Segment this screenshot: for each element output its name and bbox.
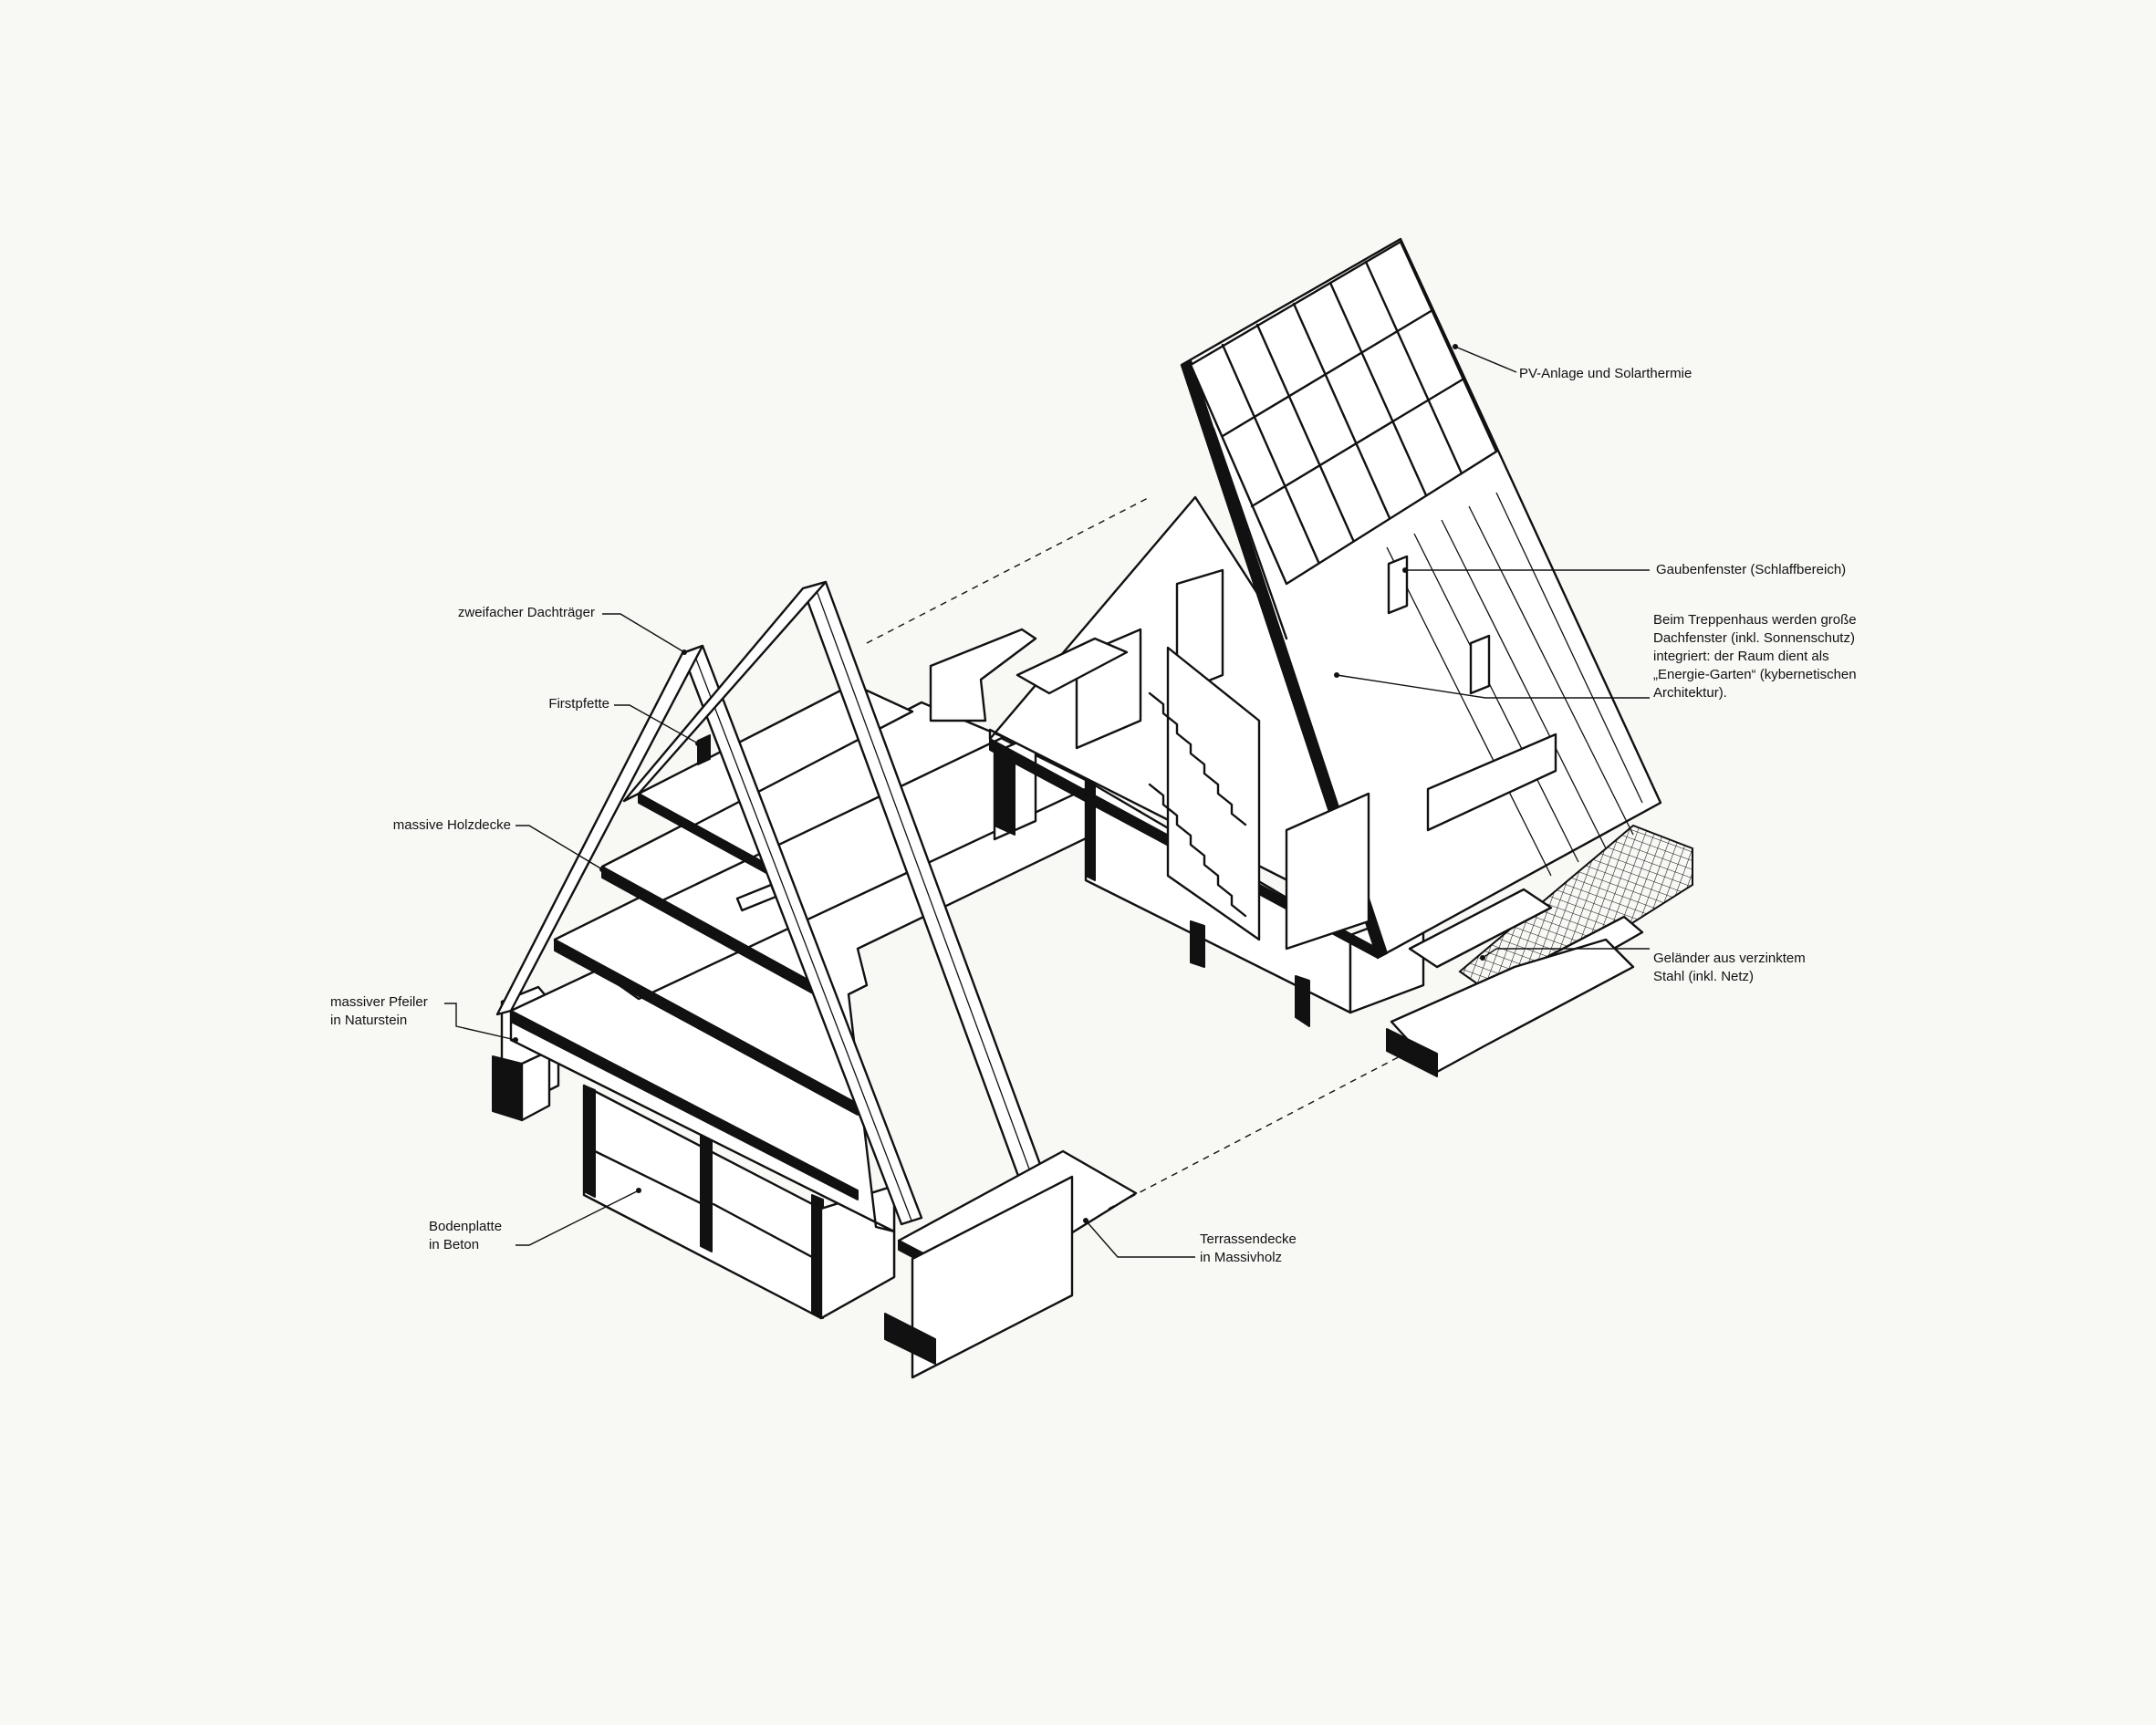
terrace-deck <box>884 1149 1138 1379</box>
double-rafters <box>495 580 1047 1226</box>
side-annex <box>929 628 1129 722</box>
label-base-slab: Bodenplatte in Beton <box>429 1219 503 1252</box>
explosion-guides <box>866 496 1406 1210</box>
house-assembled <box>929 237 1693 1077</box>
label-railing: Geländer aus verzinktem Stahl (inkl. Net… <box>1653 951 1806 984</box>
base-slab <box>582 1084 896 1320</box>
label-pv-system: PV-Anlage und Solarthermie <box>1519 366 1693 381</box>
roof-seams <box>1386 492 1643 877</box>
dormer-windows <box>1387 555 1491 695</box>
label-ridge-purlin: Firstpfette <box>548 696 609 712</box>
label-stairwell-note: Beim Treppenhaus werden große Dachfenste… <box>1653 612 1857 701</box>
terrace-foundation <box>1386 938 1635 1077</box>
structure-exploded <box>492 580 1142 1379</box>
label-stone-pillar: massiver Pfeiler in Naturstein <box>330 994 428 1028</box>
stair <box>1148 646 1261 941</box>
label-double-rafter: zweifacher Dachträger <box>457 605 595 620</box>
eaves-blocks <box>1285 733 1557 951</box>
leader-lines <box>444 344 1650 1258</box>
label-dormer-window: Gaubenfenster (Schlaffbereich) <box>1656 562 1847 577</box>
label-terrace-deck: Terrassendecke in Massivholz <box>1200 1231 1297 1265</box>
pv-panels <box>1189 240 1498 586</box>
label-timber-floor: massive Holzdecke <box>392 817 511 833</box>
